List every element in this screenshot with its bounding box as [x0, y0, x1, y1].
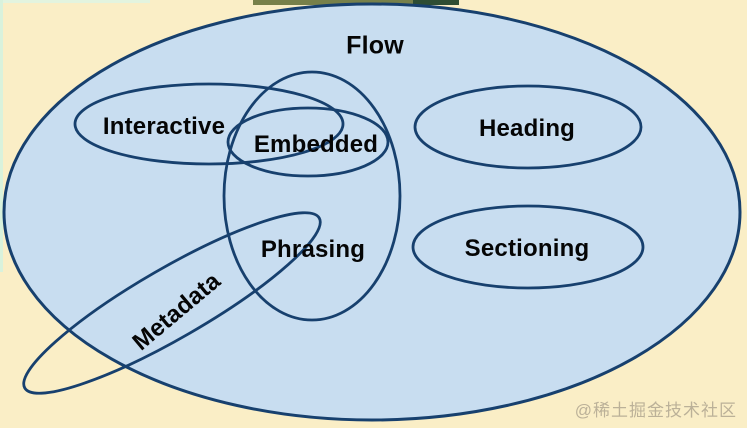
- label-heading: Heading: [478, 115, 576, 142]
- label-phrasing: Phrasing: [260, 236, 366, 263]
- flow-ellipse: [2, 2, 742, 422]
- interactive-ellipse: [73, 82, 345, 166]
- embedded-ellipse: [226, 106, 390, 178]
- edge-artifact-olive: [253, 0, 413, 5]
- metadata-ellipse: [22, 211, 322, 395]
- heading-ellipse: [413, 84, 643, 170]
- label-embedded: Embedded: [253, 131, 379, 158]
- edge-artifact-top: [0, 0, 150, 3]
- label-interactive: Interactive: [102, 113, 226, 140]
- phrasing-ellipse: [222, 70, 402, 322]
- watermark: @稀土掘金技术社区: [574, 401, 737, 420]
- sectioning-ellipse: [411, 204, 645, 290]
- label-flow: Flow: [346, 31, 404, 60]
- edge-artifact-left: [0, 0, 3, 272]
- label-sectioning: Sectioning: [464, 235, 590, 262]
- edge-artifact-green: [413, 0, 459, 5]
